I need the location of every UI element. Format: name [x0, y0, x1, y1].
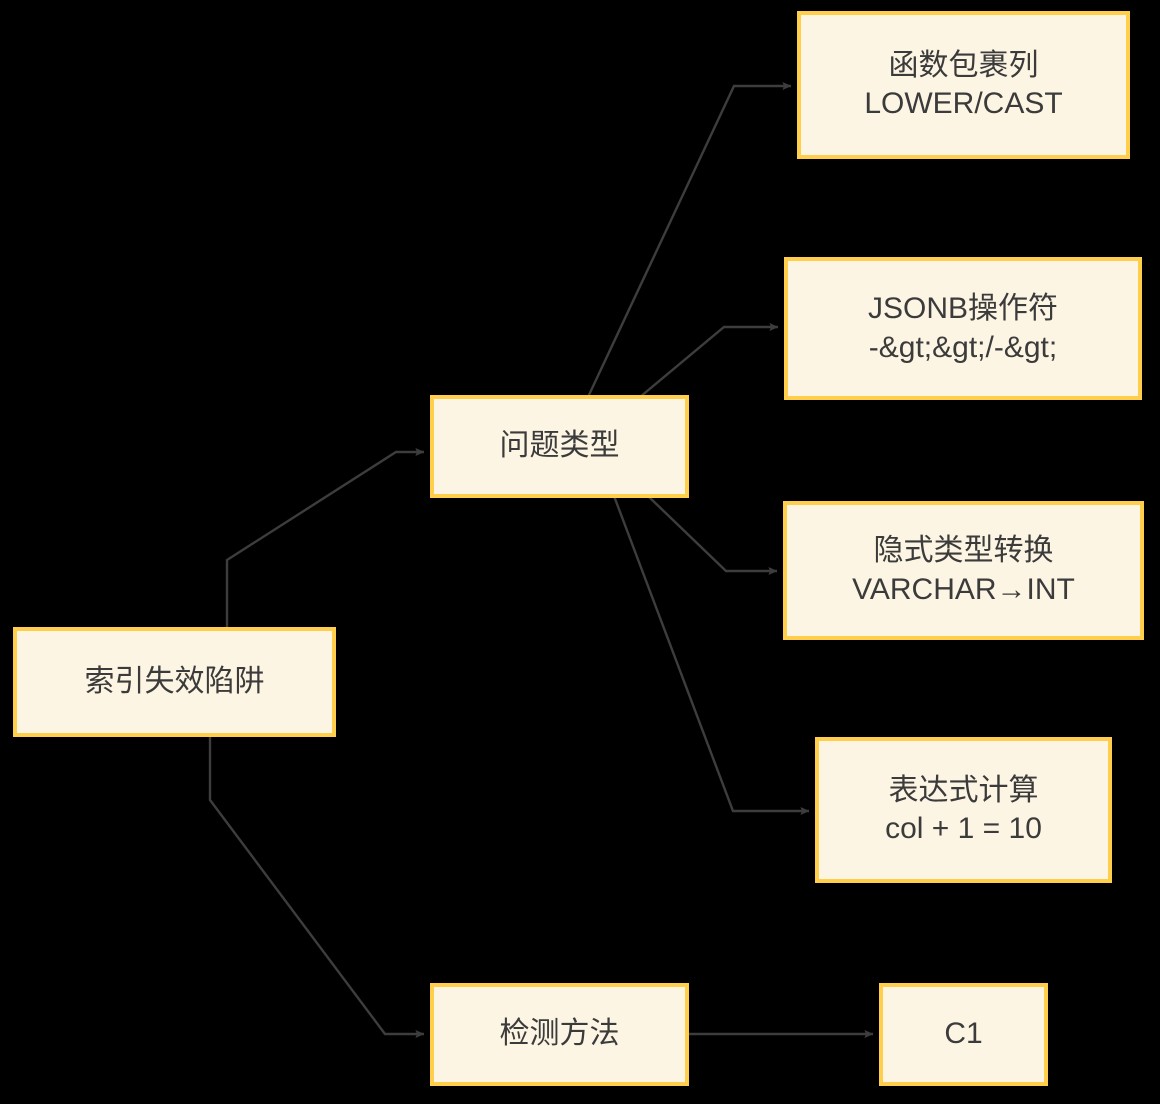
node-box-detect_method[interactable] [430, 983, 689, 1086]
edge-problem-types-to-expression-calc [612, 495, 810, 815]
node-box-function_wrap[interactable] [797, 11, 1130, 159]
node-box-c1[interactable] [879, 983, 1048, 1086]
node-box-jsonb_operator[interactable] [784, 257, 1142, 400]
edge-layer [208, 82, 874, 1038]
node-box-expression_calc[interactable] [815, 737, 1112, 883]
edge-problem-types-to-implicit-cast [647, 495, 778, 575]
edge-root-to-problem-types [225, 448, 425, 629]
node-box-implicit_cast[interactable] [783, 501, 1144, 640]
edge-problem-types-to-function-wrap [586, 82, 792, 398]
node-box-root[interactable] [13, 627, 336, 737]
node-box-problem_types[interactable] [430, 395, 689, 498]
edge-problem-types-to-jsonb-operator [639, 323, 779, 398]
node-layer [13, 11, 1144, 1086]
edge-root-to-detect-method [208, 735, 425, 1038]
